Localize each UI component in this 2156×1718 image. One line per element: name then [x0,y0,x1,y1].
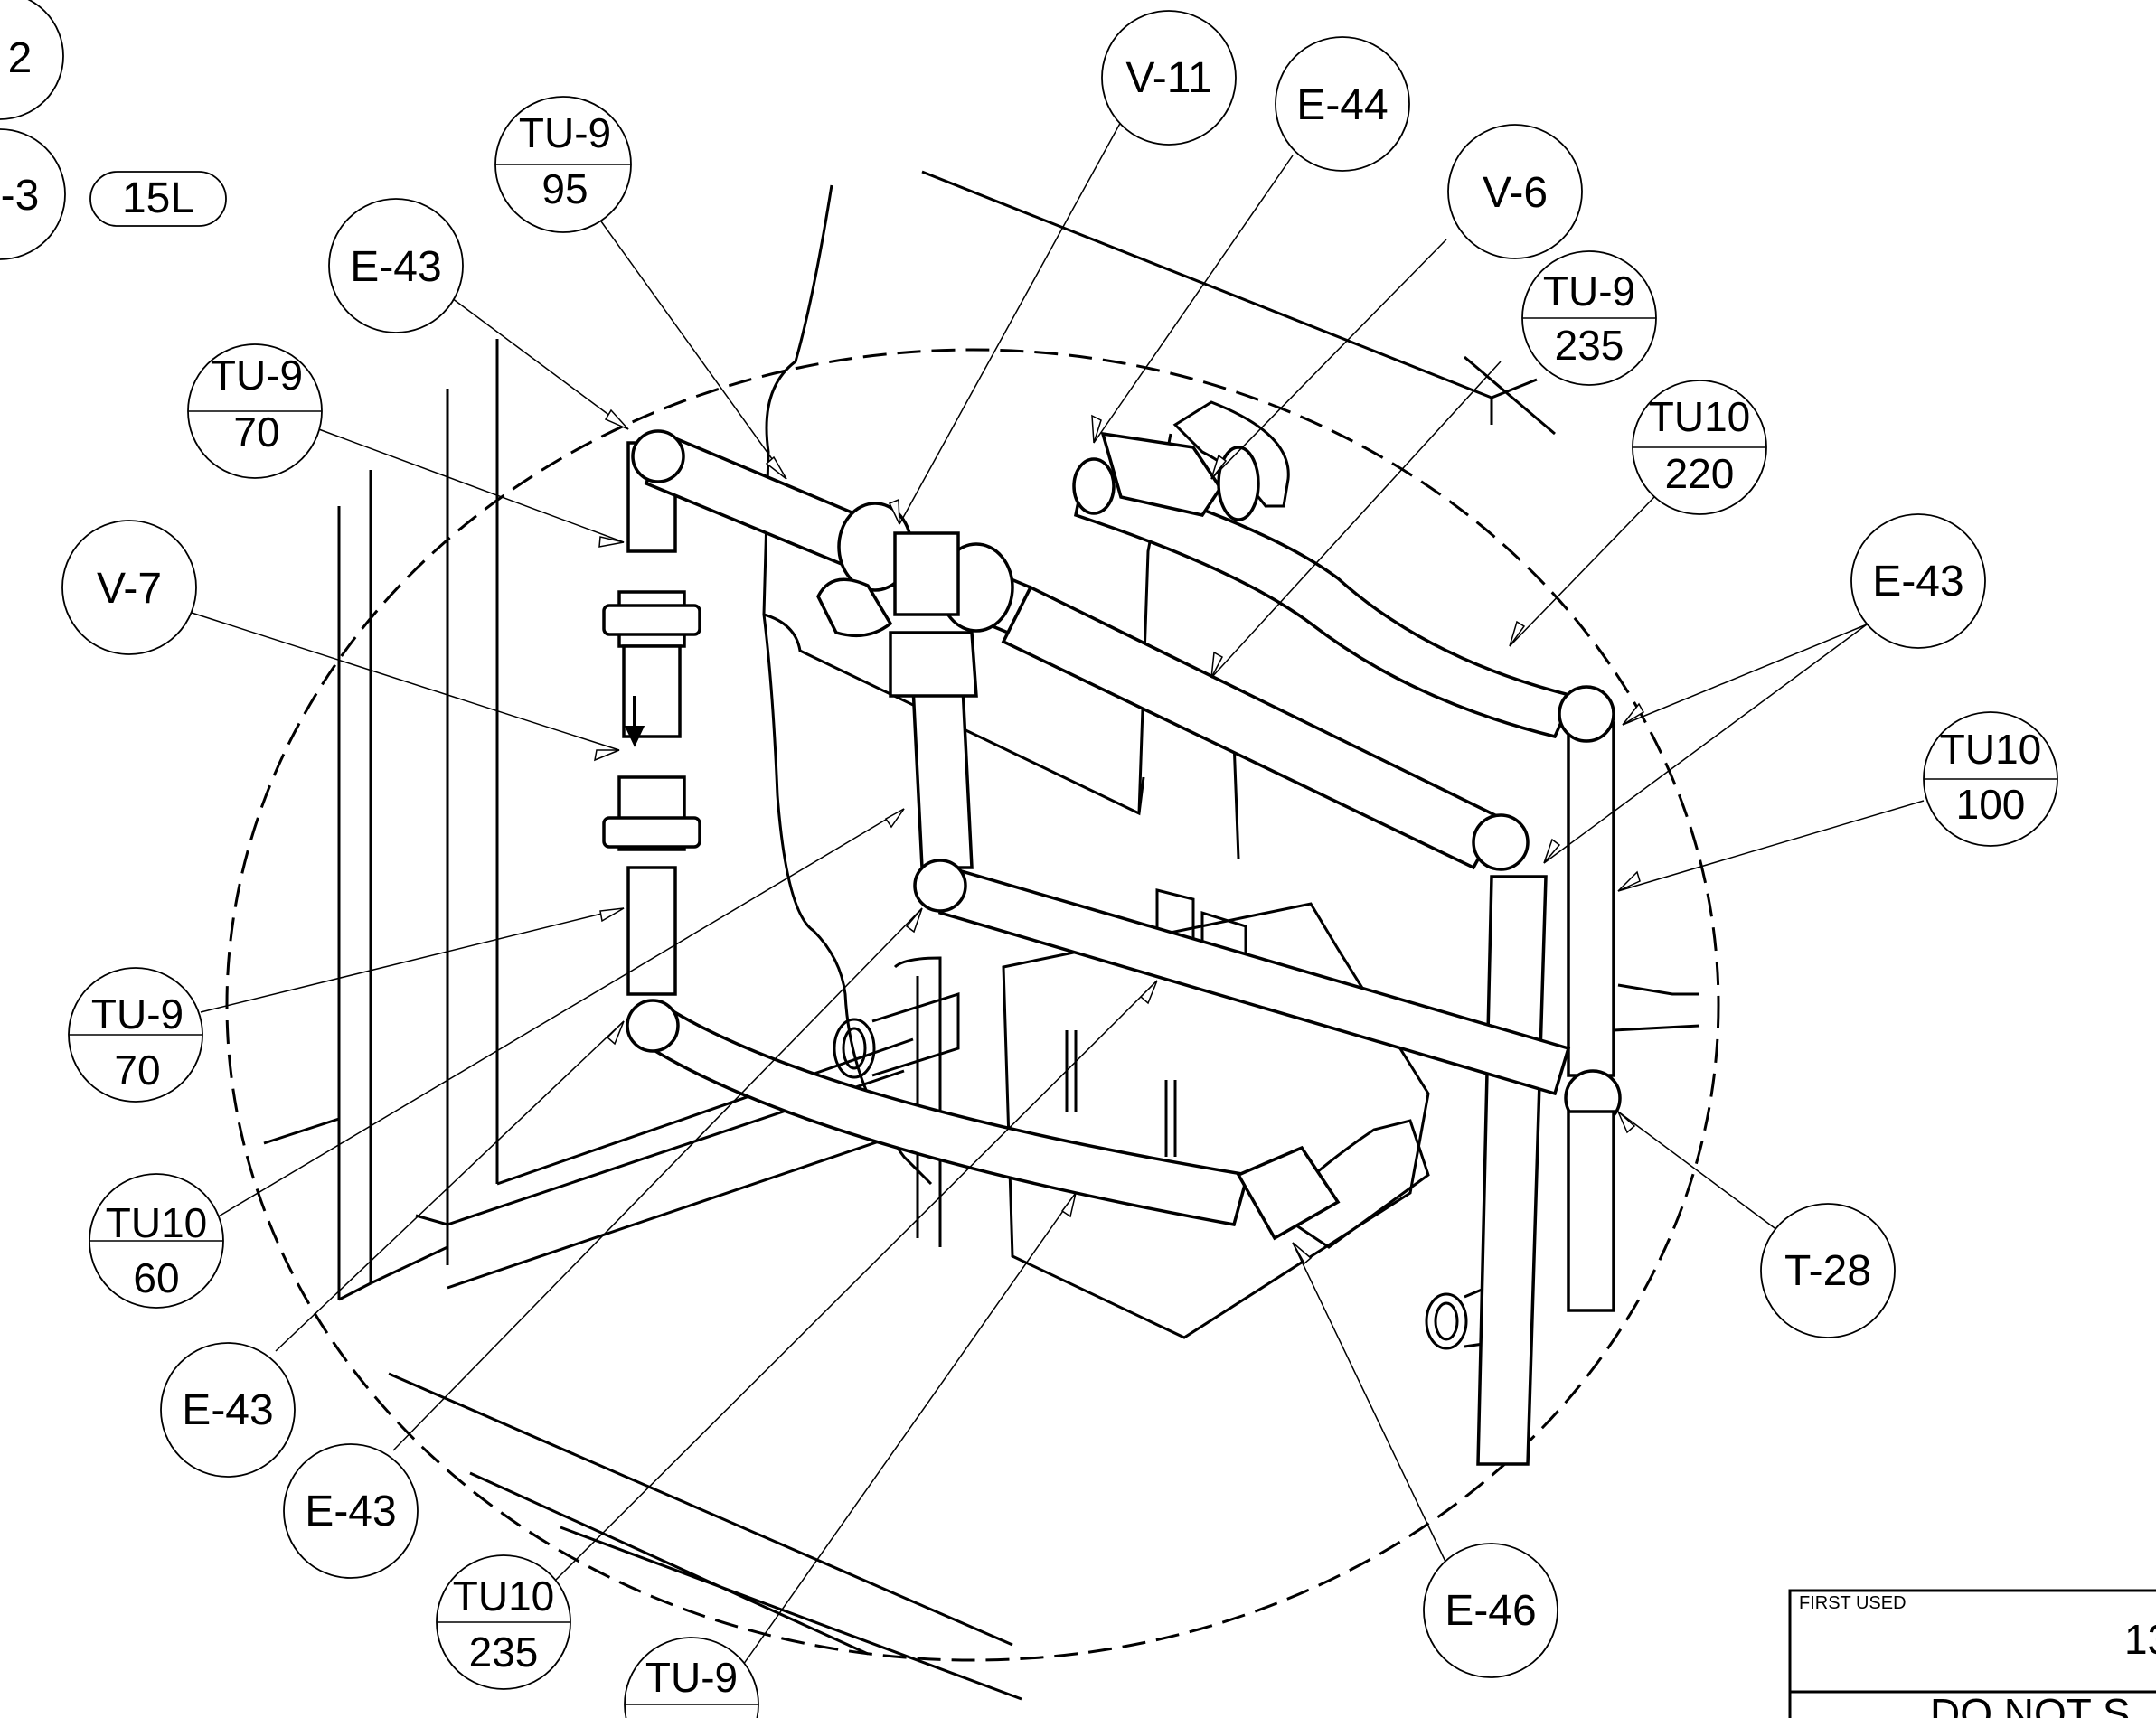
balloon-v11-top: V-11 [1125,54,1211,102]
valve-v6 [1100,431,1260,521]
balloon-tu9-95-bottom: 95 [541,165,588,212]
balloon-e43-d-top: E-43 [305,1488,396,1535]
balloon-tu9-70a-top: TU-9 [211,352,303,399]
frame-structure [263,170,1700,1701]
balloon-labels: 2 -3 TU-9 95 V-11 E-44 V-6 E-43 TU-9 235… [1,34,2042,1701]
title-block-first-used-value: 13 [2124,1616,2156,1663]
balloon-tu10-60-top: TU10 [106,1199,207,1246]
balloon-e43-a-top: E-43 [350,243,441,291]
title-block-first-used-label: FIRST USED [1799,1593,1907,1613]
balloon-v7-top: V-7 [97,565,162,613]
balloon-tu10-220-bottom: 220 [1665,450,1735,497]
v7-flow-arrow [624,696,645,747]
balloon-tu9-bottom-top: TU-9 [645,1654,738,1701]
balloon-tu9-235-top: TU-9 [1543,268,1635,314]
balloon-tu10-235-top: TU10 [453,1572,554,1619]
balloon-t28-top: T-28 [1784,1247,1871,1295]
title-block: FIRST USED 13 DO NOT S [1788,1589,2156,1718]
balloon-tu9-235-bottom: 235 [1555,322,1624,369]
balloon-b-3-top: -3 [1,172,40,220]
balloon-tu9-95-top: TU-9 [519,109,611,156]
ball-valve-v11 [816,502,1014,698]
balloon-v6-top: V-6 [1483,169,1548,217]
tag-15l: 15L [89,171,227,227]
balloon-e46-top: E-46 [1445,1587,1536,1635]
leader-arrowheads [594,408,1645,1265]
tag-15l-text: 15L [122,174,194,222]
balloon-dividers [69,164,2057,1705]
balloon-tu10-100-bottom: 100 [1956,781,2026,828]
balloon-e43-b-top: E-43 [1872,558,1963,606]
balloon-tu10-100-top: TU10 [1940,726,2041,773]
balloon-tu9-70b-top: TU-9 [91,990,184,1037]
balloon-b-2-top: 2 [8,34,33,82]
title-block-notice: DO NOT S [1930,1690,2131,1718]
balloon-e43-c-top: E-43 [182,1386,273,1434]
balloon-tu9-70a-bottom: 70 [233,408,279,455]
balloon-e44-top: E-44 [1296,81,1388,129]
balloon-tu10-60-bottom: 60 [133,1254,179,1301]
leader-lines [191,91,1925,1668]
balloon-tu10-235-bottom: 235 [469,1629,539,1676]
balloon-tu9-70b-bottom: 70 [114,1047,160,1094]
balloons [0,0,2058,1718]
piping [602,429,1622,1466]
detail-boundary-circle [225,348,1720,1662]
balloon-tu10-220-top: TU10 [1649,393,1750,440]
